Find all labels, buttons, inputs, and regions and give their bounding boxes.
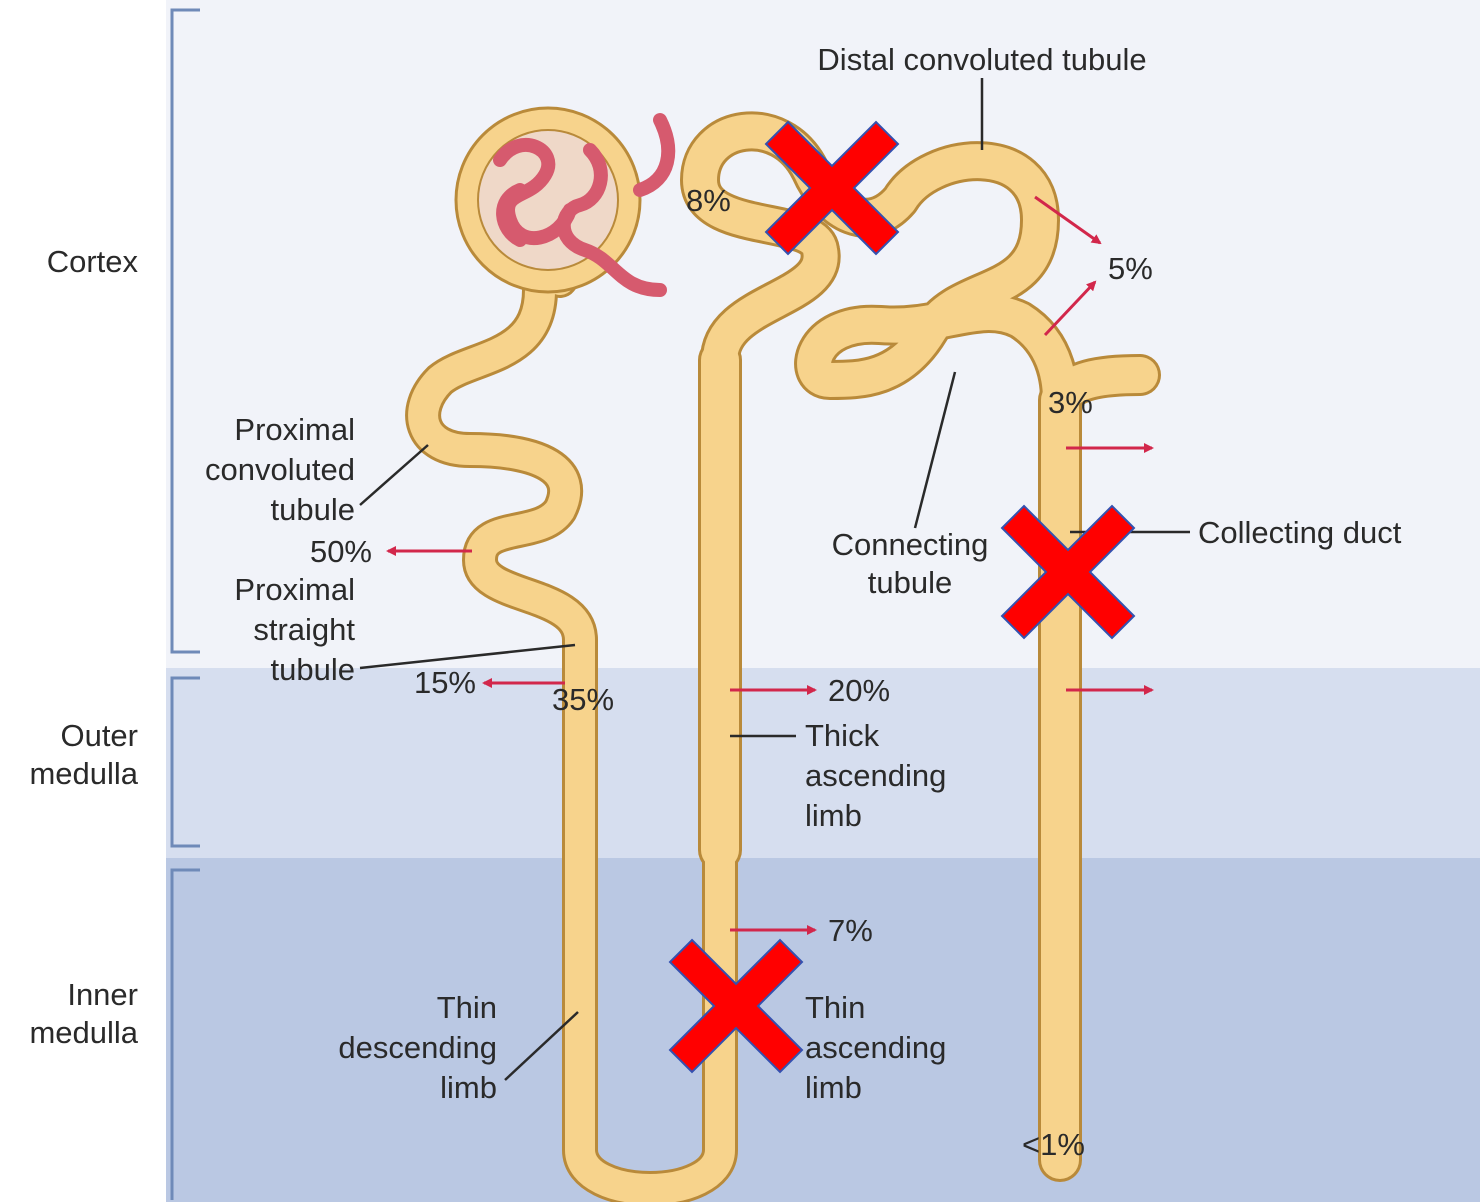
percent-proximal-convoluted: 50% [310, 534, 372, 569]
label-thin-ascending-1: Thin [805, 990, 865, 1025]
percent-distal: 5% [1108, 251, 1153, 286]
label-proximal-straight-1: Proximal [234, 572, 355, 607]
percent-distal-loop: 8% [686, 183, 731, 218]
label-thin-descending-1: Thin [437, 990, 497, 1025]
label-proximal-convoluted-2: convoluted [205, 452, 355, 487]
label-thin-ascending-3: limb [805, 1070, 862, 1105]
zone-label-inner-medulla-2: medulla [29, 1015, 138, 1050]
percent-proximal-total: 35% [552, 682, 614, 717]
label-proximal-straight-3: tubule [271, 652, 355, 687]
percent-proximal-straight: 15% [414, 665, 476, 700]
label-thin-descending-3: limb [440, 1070, 497, 1105]
label-thick-ascending-1: Thick [805, 718, 880, 753]
percent-connecting: 3% [1048, 385, 1093, 420]
label-proximal-convoluted-3: tubule [271, 492, 355, 527]
zone-label-cortex: Cortex [47, 244, 139, 279]
percent-thin-ascending: 7% [828, 913, 873, 948]
percent-thick-ascending: 20% [828, 673, 890, 708]
zone-label-outer-medulla-2: medulla [29, 756, 138, 791]
zone-label-inner-medulla-1: Inner [67, 977, 138, 1012]
zone-label-outer-medulla-1: Outer [60, 718, 138, 753]
label-thin-ascending-2: ascending [805, 1030, 946, 1065]
label-collecting-duct: Collecting duct [1198, 515, 1402, 550]
label-connecting-1: Connecting [832, 527, 989, 562]
label-proximal-straight-2: straight [253, 612, 355, 647]
percent-collecting: <1% [1022, 1127, 1085, 1162]
label-distal-convoluted-tubule: Distal convoluted tubule [817, 42, 1146, 77]
label-thin-descending-2: descending [338, 1030, 497, 1065]
label-proximal-convoluted-1: Proximal [234, 412, 355, 447]
label-thick-ascending-2: ascending [805, 758, 946, 793]
label-connecting-2: tubule [868, 565, 952, 600]
label-thick-ascending-3: limb [805, 798, 862, 833]
